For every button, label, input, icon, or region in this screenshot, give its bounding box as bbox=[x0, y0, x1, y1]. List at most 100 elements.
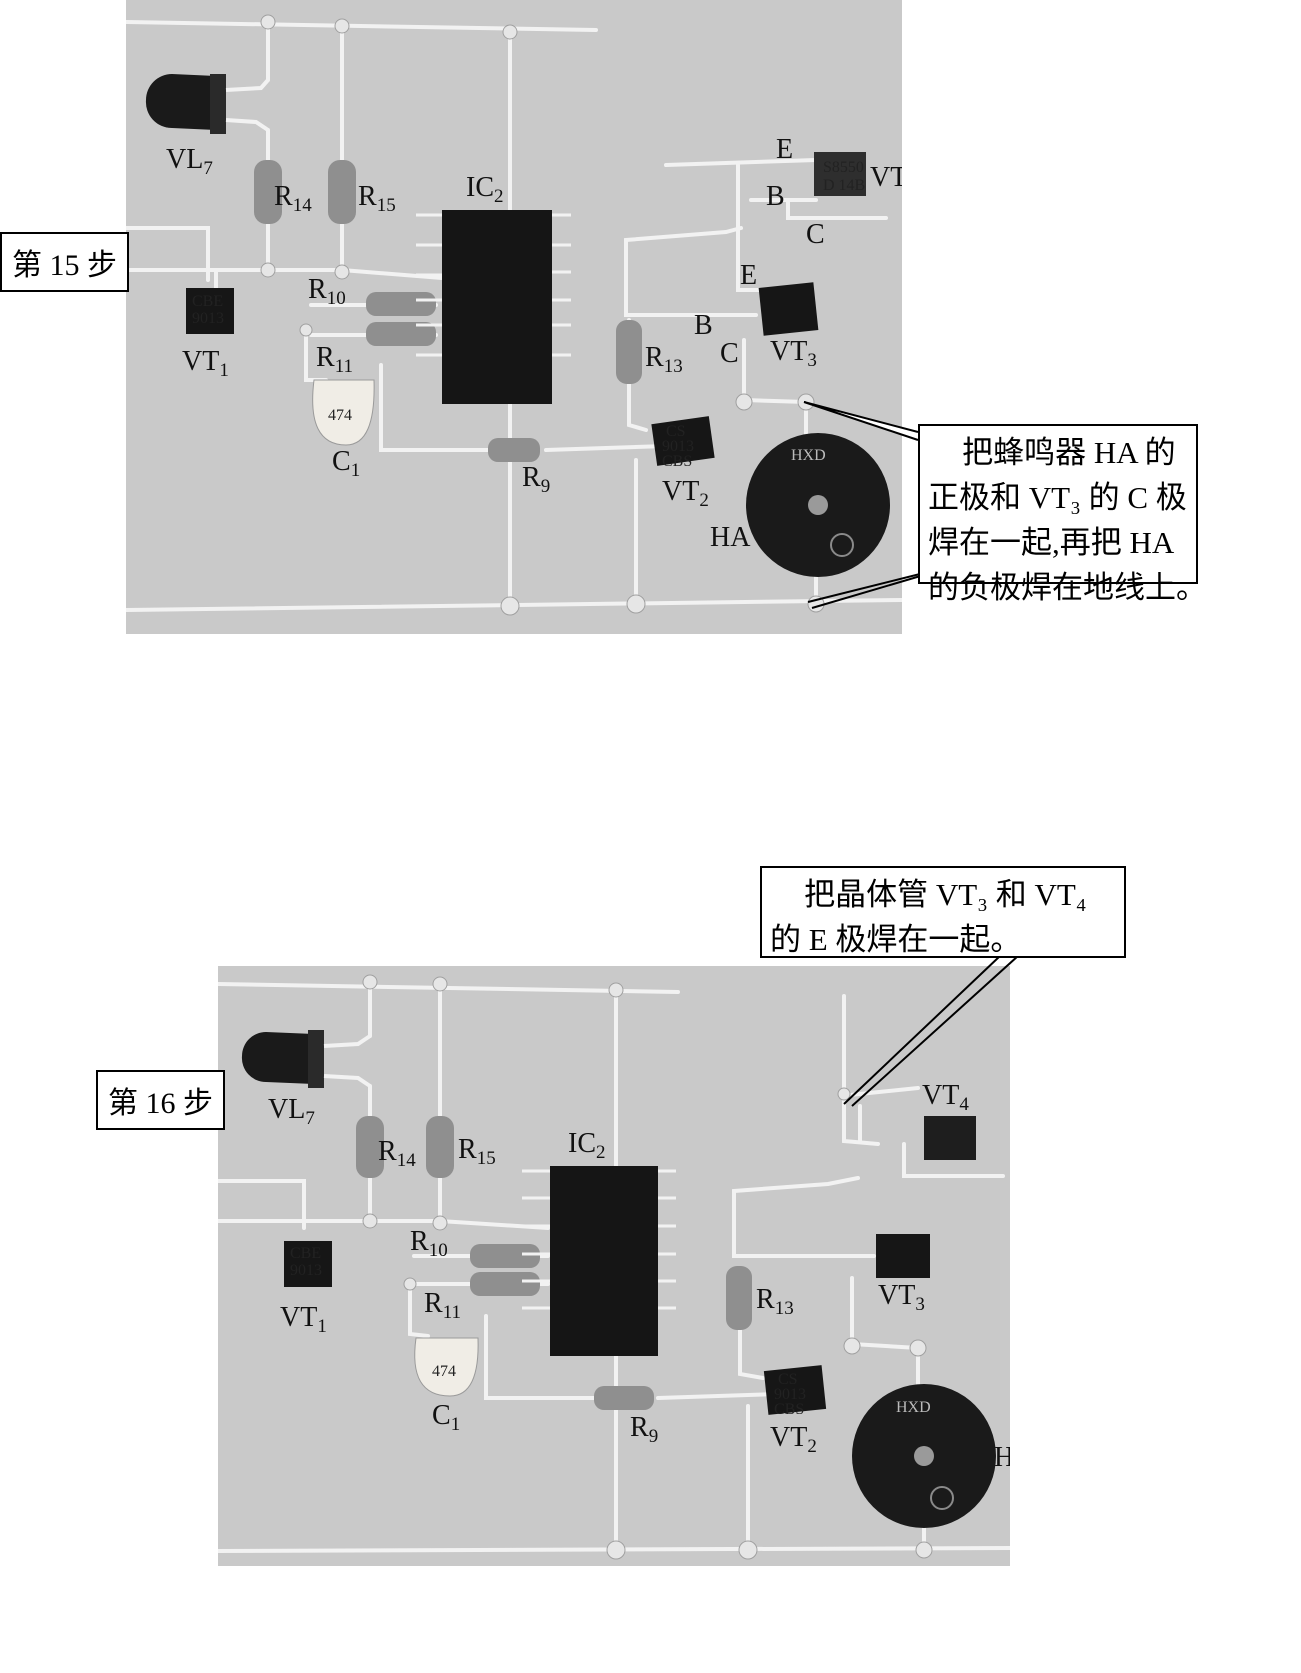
note-step15: 把蜂鸣器 HA 的 正极和 VT₃ 的 C 极 焊在一起,再把 HA 的负极焊在… bbox=[918, 424, 1207, 605]
label-c1: C1 bbox=[332, 446, 360, 481]
resistor-r13 bbox=[726, 1266, 752, 1330]
label-vt2: VT2 bbox=[770, 1422, 817, 1457]
solder-joints bbox=[362, 974, 933, 1560]
ha-marking: HXD bbox=[791, 447, 826, 464]
vt1-marking: 9013 bbox=[192, 310, 224, 327]
vt2-marking: CS bbox=[778, 1371, 798, 1388]
label-r13: R13 bbox=[756, 1284, 794, 1319]
buzzer-ha bbox=[852, 1384, 996, 1528]
transistors bbox=[186, 152, 866, 466]
c1-marking: 474 bbox=[328, 407, 352, 424]
note-line: 把晶体管 VT₃ 和 VT₄ bbox=[804, 877, 1087, 912]
vt1-marking: CBE bbox=[290, 1245, 321, 1262]
resistor-r11 bbox=[470, 1272, 540, 1296]
resistors bbox=[356, 1116, 752, 1410]
resistor-r15 bbox=[426, 1116, 454, 1178]
vt4-marking: D 14B bbox=[823, 177, 865, 194]
transistor-vt1 bbox=[284, 1241, 332, 1287]
label-r9: R9 bbox=[522, 462, 550, 497]
label-r10: R10 bbox=[410, 1226, 448, 1261]
label-r10: R10 bbox=[308, 274, 346, 309]
vt2-marking: 9013 bbox=[662, 438, 694, 455]
label-vt4: VT4 bbox=[870, 162, 902, 197]
photo-step15: CBE 9013 CS 9013 CBS S8550 D 14B 474 HXD… bbox=[126, 0, 902, 634]
resistor-r14 bbox=[254, 160, 282, 224]
label-r14: R14 bbox=[378, 1136, 416, 1171]
led-vl7 bbox=[241, 1030, 372, 1088]
transistor-vt1 bbox=[186, 288, 234, 334]
ic2-chip bbox=[416, 210, 571, 404]
resistor-r9 bbox=[594, 1386, 654, 1410]
label-vt4: VT4 bbox=[922, 1080, 969, 1115]
note-line: 正极和 VT₃ 的 C 极 bbox=[928, 480, 1187, 515]
label-c-mid: C bbox=[720, 338, 739, 369]
component-markings: CBE 9013 CS 9013 CBS 474 HXD bbox=[290, 1245, 931, 1418]
circuit-photo-step16: CBE 9013 CS 9013 CBS 474 HXD VL7 R14 R15… bbox=[218, 966, 1010, 1566]
transistor-vt2 bbox=[651, 416, 715, 466]
label-vt3: VT3 bbox=[770, 336, 817, 371]
resistor-r15 bbox=[328, 160, 356, 224]
c1-marking: 474 bbox=[432, 1363, 456, 1380]
step-label-15: 第 15 步 bbox=[0, 232, 129, 292]
transistor-vt3 bbox=[758, 282, 819, 336]
label-b-mid: B bbox=[694, 310, 713, 341]
label-vt2: VT2 bbox=[662, 476, 709, 511]
component-labels: VL7 R14 R15 IC2 R10 R11 VT1 C1 R9 R13 VT… bbox=[166, 134, 902, 553]
label-c-top: C bbox=[806, 219, 825, 250]
vt2-marking: CBS bbox=[662, 453, 692, 470]
label-r9: R9 bbox=[630, 1412, 658, 1447]
label-ha: HA bbox=[710, 522, 751, 553]
label-ic2: IC2 bbox=[568, 1128, 606, 1163]
note-line: 焊在一起,再把 HA bbox=[928, 525, 1175, 560]
resistor-r10 bbox=[366, 292, 436, 316]
led-vl7 bbox=[145, 74, 270, 134]
ha-marking: HXD bbox=[896, 1399, 931, 1416]
transistor-vt3 bbox=[876, 1234, 930, 1278]
vt2-marking: 9013 bbox=[774, 1386, 806, 1403]
callout-pointer-step15 bbox=[803, 401, 935, 609]
label-e-mid: E bbox=[740, 260, 757, 291]
resistor-r11 bbox=[366, 322, 436, 346]
label-vt3: VT3 bbox=[878, 1280, 925, 1315]
capacitor-c1 bbox=[414, 1337, 479, 1397]
label-vt1: VT1 bbox=[280, 1302, 327, 1337]
resistor-r10 bbox=[470, 1244, 540, 1268]
capacitor-c1 bbox=[312, 379, 375, 446]
label-c1: C1 bbox=[432, 1400, 460, 1435]
step-label-16: 第 16 步 bbox=[96, 1070, 225, 1130]
component-labels: VL7 R14 R15 IC2 R10 R11 VT1 C1 R9 R13 VT… bbox=[268, 1080, 1010, 1473]
note-line: 的 E 极焊在一起。 bbox=[770, 922, 1022, 957]
vt2-marking: CS bbox=[666, 423, 686, 440]
label-ic2: IC2 bbox=[466, 172, 504, 207]
component-markings: CBE 9013 CS 9013 CBS S8550 D 14B 474 HXD bbox=[192, 159, 865, 470]
ic2-chip bbox=[522, 1166, 676, 1356]
photo-step16: CBE 9013 CS 9013 CBS 474 HXD VL7 R14 R15… bbox=[218, 966, 1010, 1566]
label-r15: R15 bbox=[458, 1134, 496, 1169]
note-step16: 把晶体管 VT₃ 和 VT₄ 的 E 极焊在一起。 bbox=[760, 866, 1126, 958]
vt2-marking: CBS bbox=[774, 1401, 804, 1418]
label-vt1: VT1 bbox=[182, 346, 229, 381]
label-r14: R14 bbox=[274, 181, 312, 216]
resistor-r9 bbox=[488, 438, 540, 462]
note-line: 把蜂鸣器 HA 的 bbox=[962, 435, 1176, 470]
transistor-vt4 bbox=[924, 1116, 976, 1160]
vt4-marking: S8550 bbox=[823, 159, 864, 176]
label-e-top: E bbox=[776, 134, 793, 165]
callout-pointer-step16 bbox=[843, 955, 1019, 1107]
label-r15: R15 bbox=[358, 181, 396, 216]
resistor-r14 bbox=[356, 1116, 384, 1178]
resistors bbox=[254, 160, 642, 462]
vt1-marking: 9013 bbox=[290, 1262, 322, 1279]
transistors bbox=[284, 1116, 976, 1415]
buzzer-ha bbox=[746, 433, 890, 577]
label-r11: R11 bbox=[424, 1288, 461, 1323]
label-vl7: VL7 bbox=[268, 1094, 315, 1129]
note-line: 的负极焊在地线上。 bbox=[928, 570, 1207, 605]
label-b-top: B bbox=[766, 181, 785, 212]
label-ha: HA bbox=[994, 1442, 1010, 1473]
circuit-photo-step15: CBE 9013 CS 9013 CBS S8550 D 14B 474 HXD… bbox=[126, 0, 902, 634]
transistor-vt2 bbox=[763, 1365, 827, 1415]
resistor-r13 bbox=[616, 320, 642, 384]
vt1-marking: CBE bbox=[192, 293, 223, 310]
label-r11: R11 bbox=[316, 342, 353, 377]
